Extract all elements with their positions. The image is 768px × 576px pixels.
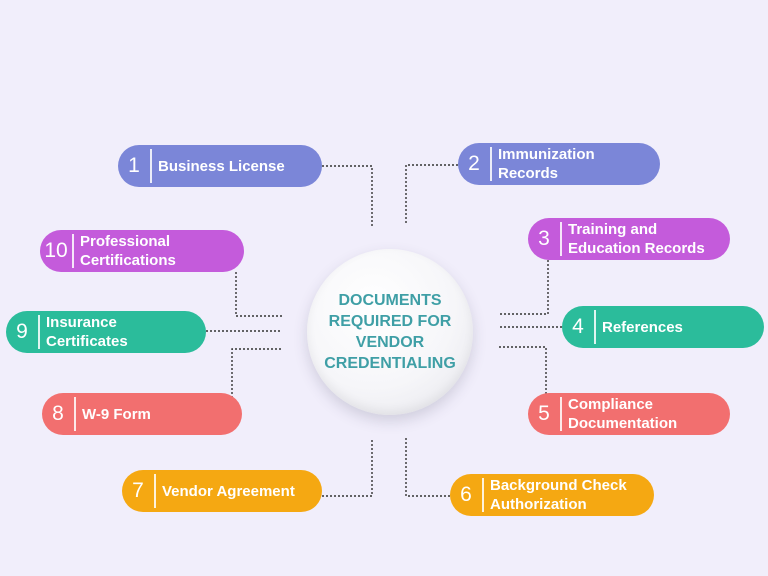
item-number: 5 bbox=[528, 397, 562, 431]
item-professional-certifications: 10 Professional Certifications bbox=[40, 230, 244, 272]
item-number: 1 bbox=[118, 149, 152, 183]
item-label: Background Check Authorization bbox=[490, 477, 627, 513]
item-label: Insurance Certificates bbox=[46, 314, 128, 350]
item-number: 8 bbox=[42, 397, 76, 431]
item-number: 7 bbox=[122, 474, 156, 508]
item-label: Training and Education Records bbox=[568, 221, 705, 257]
item-label: Compliance Documentation bbox=[568, 396, 678, 432]
item-vendor-agreement: 7 Vendor Agreement bbox=[122, 470, 322, 512]
item-label: Business License bbox=[158, 157, 285, 175]
item-insurance-certificates: 9 Insurance Certificates bbox=[6, 311, 206, 353]
item-label: Professional Certifications bbox=[80, 233, 176, 269]
item-references: 4 References bbox=[562, 306, 764, 348]
connector-10 bbox=[235, 272, 282, 317]
item-number: 4 bbox=[562, 310, 596, 344]
item-label: Immunization Records bbox=[498, 146, 595, 182]
item-number: 10 bbox=[40, 234, 74, 268]
item-label: W-9 Form bbox=[82, 405, 151, 423]
item-number: 9 bbox=[6, 315, 40, 349]
item-number: 6 bbox=[450, 478, 484, 512]
item-training-records: 3 Training and Education Records bbox=[528, 218, 730, 260]
item-immunization-records: 2 Immunization Records bbox=[458, 143, 660, 185]
item-label: Vendor Agreement bbox=[162, 482, 295, 500]
connector-8 bbox=[231, 348, 282, 402]
connector-1 bbox=[322, 165, 373, 226]
item-business-license: 1 Business License bbox=[118, 145, 322, 187]
connector-6 bbox=[405, 436, 450, 497]
connector-2 bbox=[405, 164, 458, 224]
connector-7 bbox=[322, 440, 373, 497]
center-circle: DOCUMENTS REQUIRED FOR VENDOR CREDENTIAL… bbox=[307, 249, 473, 415]
center-title: DOCUMENTS REQUIRED FOR VENDOR CREDENTIAL… bbox=[324, 292, 456, 372]
item-number: 3 bbox=[528, 222, 562, 256]
item-label: References bbox=[602, 318, 683, 336]
connector-5 bbox=[498, 346, 547, 402]
connector-3 bbox=[498, 260, 549, 315]
item-compliance-documentation: 5 Compliance Documentation bbox=[528, 393, 730, 435]
item-w9-form: 8 W-9 Form bbox=[42, 393, 242, 435]
item-background-check: 6 Background Check Authorization bbox=[450, 474, 654, 516]
item-number: 2 bbox=[458, 147, 492, 181]
